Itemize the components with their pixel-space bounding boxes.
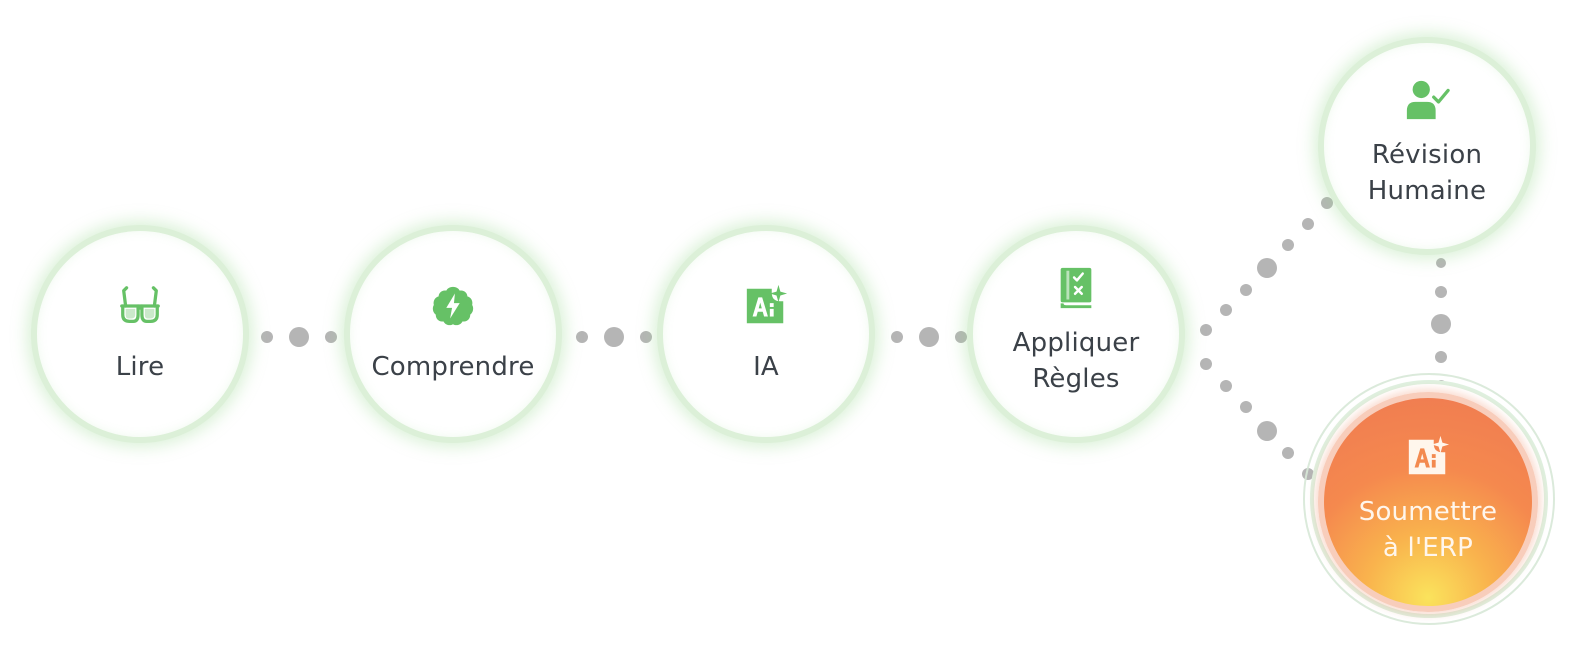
- label-line: Humaine: [1367, 176, 1487, 206]
- label-line: IA: [753, 352, 779, 382]
- connector-dot: [1257, 421, 1277, 441]
- connector-dot: [1240, 401, 1252, 413]
- brain-bolt-icon: [432, 286, 474, 326]
- connector-dot: [955, 331, 967, 343]
- label-line: Révision: [1371, 140, 1483, 170]
- step-node-revision-humaine: Révision Humaine: [1318, 37, 1536, 255]
- connector-dot: [1282, 447, 1294, 459]
- connector-dot: [1321, 197, 1333, 209]
- connector-regles-erp: [1200, 358, 1314, 480]
- ai-sparkle-icon: [746, 284, 788, 324]
- step-node-soumettre-erp: Soumettre à l'ERP: [1318, 392, 1538, 612]
- connector-dot: [891, 331, 903, 343]
- label-line: Soumettre: [1358, 497, 1498, 527]
- step-node-comprendre: Comprendre: [344, 225, 562, 443]
- connector-regles-revision: [1200, 197, 1333, 336]
- connector-dot: [604, 327, 624, 347]
- label-line: Appliquer: [1012, 328, 1140, 358]
- connector-dot: [576, 331, 588, 343]
- connector-dot: [1240, 284, 1252, 296]
- connector-dot: [289, 327, 309, 347]
- step-node-ia: IA: [657, 225, 875, 443]
- connector-dot: [1220, 304, 1232, 316]
- connector-dot: [1302, 218, 1314, 230]
- label-line: Règles: [1032, 364, 1120, 394]
- connector-dot: [1302, 468, 1314, 480]
- connector-dot: [1220, 380, 1232, 392]
- step-label: Soumettre à l'ERP: [1359, 494, 1498, 566]
- connector-dot: [1435, 380, 1447, 392]
- step-label: Comprendre: [371, 349, 534, 385]
- person-check-icon: [1406, 80, 1450, 120]
- connector-dot: [1200, 358, 1212, 370]
- rulebook-icon: [1060, 267, 1092, 309]
- connector-dot: [1282, 239, 1294, 251]
- connector-dot: [1200, 324, 1212, 336]
- connector-dot: [325, 331, 337, 343]
- step-label: Lire: [116, 349, 165, 385]
- connector-ia-regles: [891, 327, 967, 347]
- step-node-appliquer-regles: Appliquer Règles: [967, 225, 1185, 443]
- step-node-lire: Lire: [31, 225, 249, 443]
- connector-dot: [1436, 258, 1446, 268]
- connector-revision-erp: [1431, 258, 1451, 392]
- label-line: à l'ERP: [1382, 533, 1474, 563]
- connector-dot: [1435, 351, 1447, 363]
- connector-dot: [1257, 258, 1277, 278]
- step-label: Révision Humaine: [1368, 137, 1486, 209]
- step-label: IA: [753, 349, 779, 385]
- connector-comprendre-ia: [576, 327, 652, 347]
- connector-dot: [1435, 286, 1447, 298]
- step-label: Appliquer Règles: [1013, 325, 1140, 397]
- connector-dot: [919, 327, 939, 347]
- connector-dot: [640, 331, 652, 343]
- ai-sparkle-icon: [1408, 435, 1450, 475]
- label-line: Comprendre: [371, 352, 535, 382]
- label-line: Lire: [115, 352, 165, 382]
- connector-dot: [1431, 314, 1451, 334]
- connector-dot: [261, 331, 273, 343]
- connector-lire-comprendre: [261, 327, 337, 347]
- glasses-icon: [120, 286, 160, 323]
